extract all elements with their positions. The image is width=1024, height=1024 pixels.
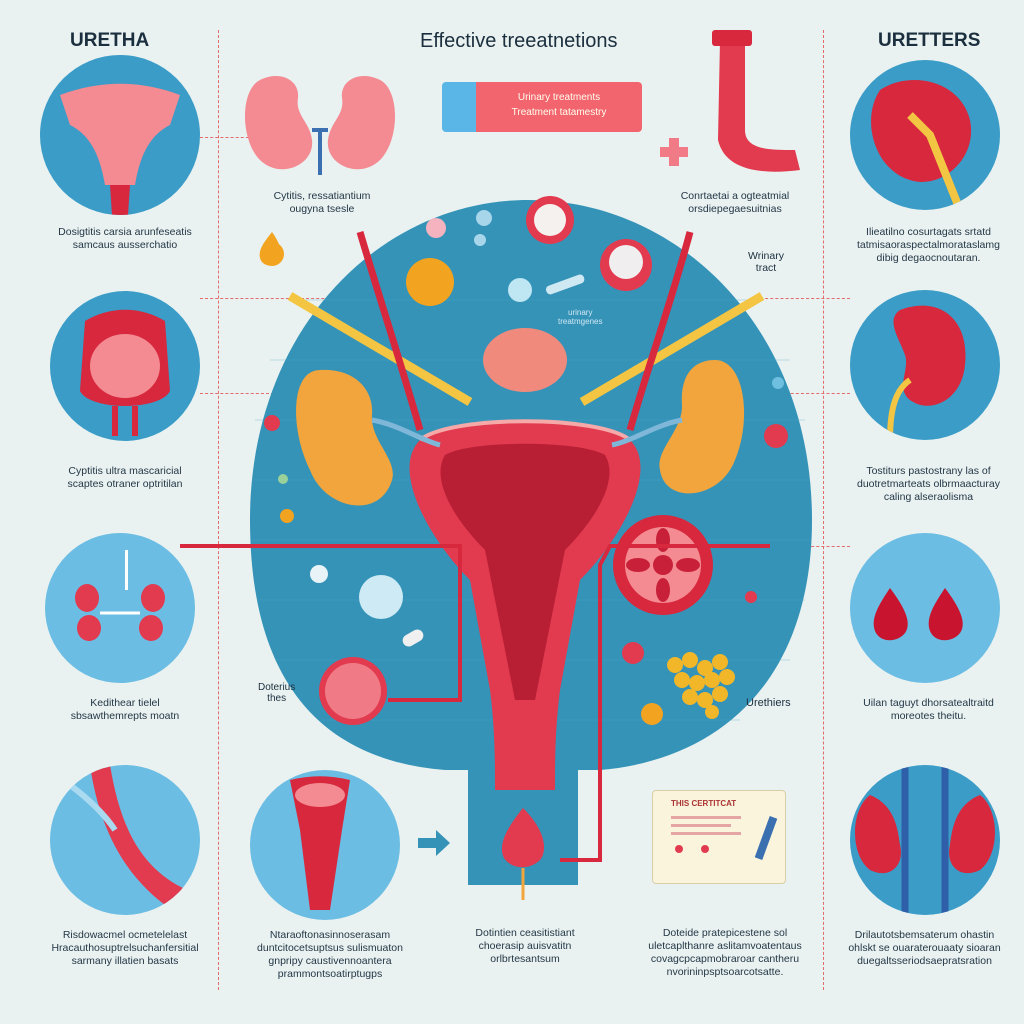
kidney-pair-icon [245, 76, 395, 175]
caption-1: Dosigtitis carsia arunfeseatis samcaus a… [58, 226, 192, 251]
caption-8: Drilautotsbemsaterum ohastin ohlskt se o… [848, 929, 1001, 967]
circle-marker [125, 550, 128, 590]
circle-vessel [50, 765, 200, 915]
circle-bladder-small [250, 770, 400, 920]
circle-kidney-red [850, 290, 1000, 440]
certificate-card: THIS CERTITCAT [652, 790, 786, 884]
label-urinary-tract: Wrinary tract [748, 250, 784, 274]
circle-bladder [50, 291, 200, 441]
circle-urethra [40, 55, 200, 215]
label-urethers: Urethiers [746, 697, 791, 709]
caption-r3: Uilan taguyt dhorsatealtraitd moreotes t… [863, 697, 994, 722]
banner-line2: Treatment tatamestry [511, 107, 607, 118]
circle-kidneys-ureters [850, 765, 1000, 915]
caption-2: Cyptitis ultra mascaricial scaptes otran… [67, 465, 183, 490]
connector [760, 298, 850, 299]
label-doterius: Doterius thes [258, 682, 296, 704]
circle-kidney-detail [850, 60, 1000, 210]
header-right: URETTERS [878, 30, 981, 51]
connector [760, 393, 850, 394]
circle-droplets [850, 533, 1000, 683]
caption-t2: Conrtaetai a ogteatmial orsdiepegaesuitn… [680, 190, 790, 215]
guide-line-left [218, 30, 219, 990]
header-left: URETHA [70, 30, 150, 51]
caption-6: Dotintien ceasitistiant choerasip auisva… [475, 927, 575, 965]
guide-line-right [823, 30, 824, 990]
circle-kidney-small [45, 533, 195, 683]
banner-line1: Urinary treatments [517, 92, 601, 103]
certificate-title: THIS CERTITCAT [671, 799, 737, 808]
caption-5: Ntaraoftonasinnoserasam duntcitocetsupts… [257, 929, 403, 980]
caption-7: Doteide pratepicestene sol uletcaplthanr… [648, 927, 802, 978]
label-center-small: urinary treatmgenes [558, 308, 603, 326]
banner-icon-box [442, 82, 476, 132]
header-center: Effective treeatnetions [420, 30, 618, 52]
banner: Urinary treatments Treatment tatamestry [476, 82, 642, 132]
caption-r1: Ilieatilno cosurtagats srtatd tatmisaora… [857, 226, 1000, 264]
caption-t1: Cytitis, ressatiantium ougyna tsesle [273, 190, 371, 215]
caption-4: Risdowacmel ocmetelelast Hracauthosuptre… [51, 929, 199, 967]
caption-r2: Tostiturs pastostrany las of duotretmart… [857, 465, 1000, 503]
connector [200, 393, 340, 394]
caption-3: Kedithear tielel sbsawthemrepts moatn [70, 697, 180, 722]
